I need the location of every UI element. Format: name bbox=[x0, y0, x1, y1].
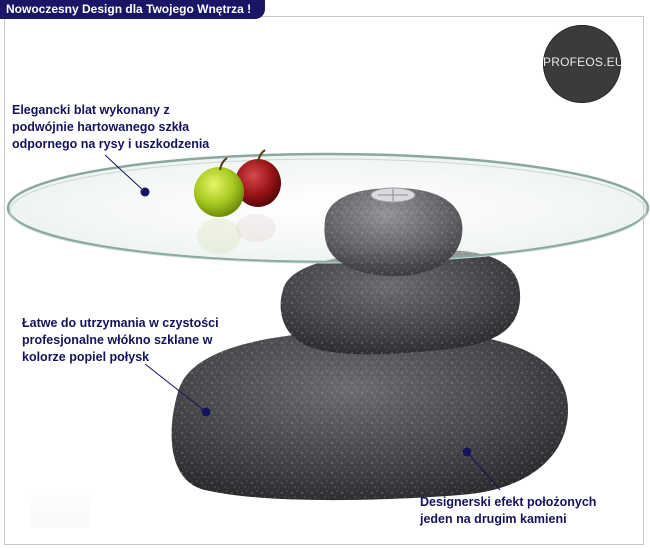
callout-glass: Elegancki blat wykonany z podwójnie hart… bbox=[12, 102, 209, 153]
callout-stones-line: jeden na drugim kamieni bbox=[420, 512, 567, 526]
page-title: Nowoczesny Design dla Twojego Wnętrza ! bbox=[0, 0, 266, 19]
image-frame bbox=[4, 16, 644, 545]
callout-stones-line: Designerski efekt położonych bbox=[420, 495, 597, 509]
brand-logo-text: PROFEOS.EU bbox=[543, 55, 624, 69]
watermark-patch bbox=[30, 488, 90, 528]
callout-fiber: Łatwe do utrzymania w czystości profesjo… bbox=[22, 315, 219, 366]
callout-fiber-line: Łatwe do utrzymania w czystości bbox=[22, 316, 219, 330]
glass-top bbox=[6, 152, 650, 264]
red-apple-icon bbox=[235, 149, 281, 207]
callout-fiber-line: profesjonalne włókno szklane w bbox=[22, 333, 213, 347]
callout-fiber-line: kolorze popiel połysk bbox=[22, 350, 150, 364]
callout-glass-line: Elegancki blat wykonany z bbox=[12, 103, 170, 117]
green-apple-icon bbox=[194, 157, 244, 217]
callout-glass-line: podwójnie hartowanego szkła bbox=[12, 120, 190, 134]
callout-glass-marker bbox=[104, 154, 150, 197]
callout-stones: Designerski efekt położonych jeden na dr… bbox=[420, 494, 596, 528]
callout-fiber-marker bbox=[144, 363, 211, 417]
callout-glass-line: odpornego na rysy i uszkodzenia bbox=[12, 137, 210, 151]
brand-logo: PROFEOS.EU bbox=[543, 25, 624, 103]
callout-stones-marker bbox=[462, 447, 501, 491]
